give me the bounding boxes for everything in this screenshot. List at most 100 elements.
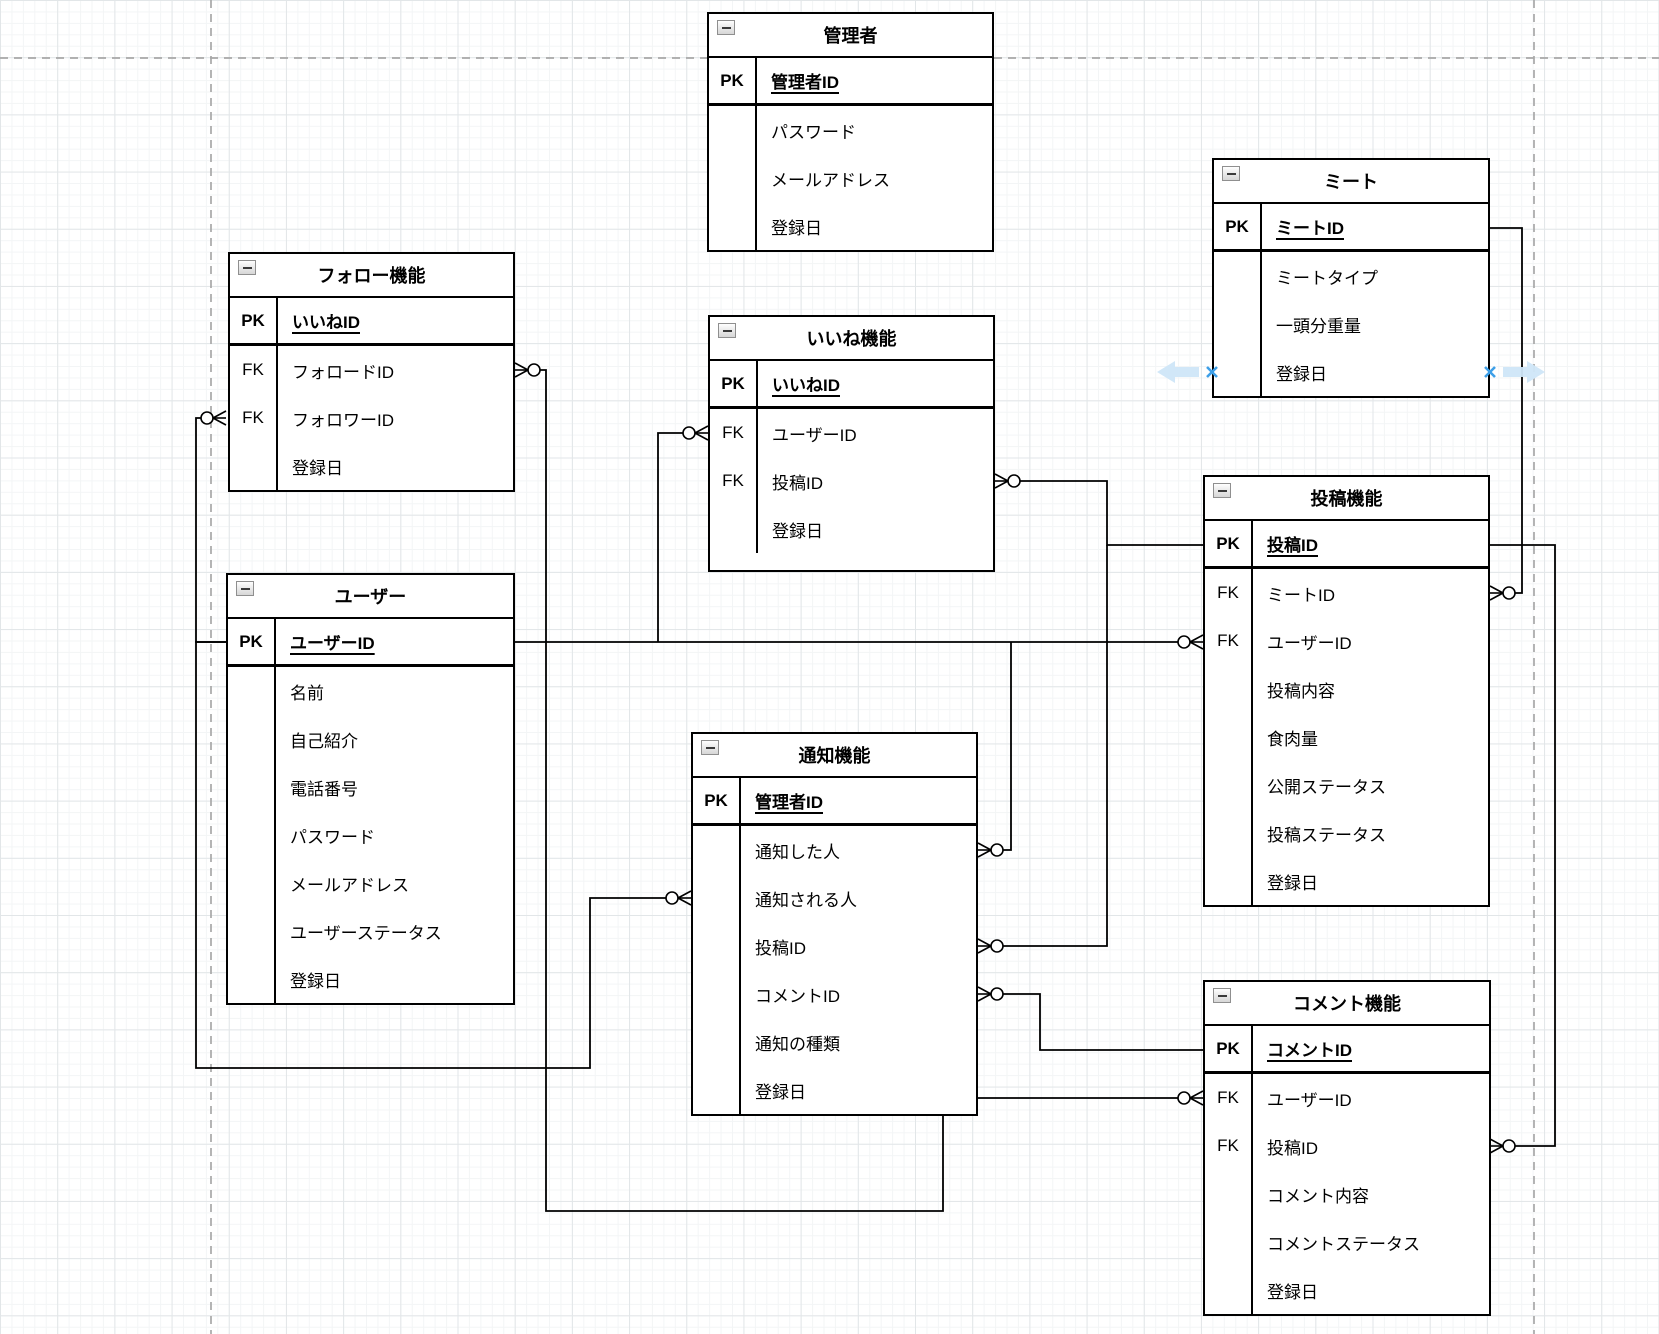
field-row-user-0[interactable]: PKユーザーID bbox=[228, 619, 513, 664]
entity-admin[interactable]: 管理者PK管理者IDパスワードメールアドレス登録日 bbox=[707, 12, 994, 252]
entity-title-label: フォロー機能 bbox=[318, 262, 426, 288]
field-row-admin-1[interactable]: パスワード bbox=[709, 106, 992, 154]
key-cell bbox=[1214, 300, 1262, 348]
field-row-post-5[interactable]: 公開ステータス bbox=[1205, 761, 1488, 809]
field-name: メールアドレス bbox=[757, 154, 890, 202]
field-name: フォロードID bbox=[278, 346, 394, 394]
field-row-follow-2[interactable]: FKフォロワーID bbox=[230, 394, 513, 442]
field-row-notification-1[interactable]: 通知した人 bbox=[693, 826, 976, 874]
crowfoot-zero-or-many-icon bbox=[978, 939, 1003, 953]
field-row-meat-2[interactable]: 一頭分重量 bbox=[1214, 300, 1488, 348]
entity-title-label: いいね機能 bbox=[807, 325, 897, 351]
entity-follow[interactable]: フォロー機能 PKいいねIDFKフォロードIDFKフォロワーID登録日 bbox=[228, 252, 515, 492]
key-cell bbox=[228, 667, 276, 715]
crowfoot-zero-or-many-icon bbox=[1178, 635, 1203, 649]
fk-key-cell: FK bbox=[1205, 617, 1253, 665]
field-row-admin-2[interactable]: メールアドレス bbox=[709, 154, 992, 202]
minus-glyph bbox=[1218, 490, 1227, 492]
field-row-notification-4[interactable]: コメントID bbox=[693, 970, 976, 1018]
key-cell bbox=[693, 874, 741, 922]
collapse-icon[interactable] bbox=[717, 20, 735, 35]
key-cell bbox=[1214, 348, 1262, 396]
entity-notification[interactable]: 通知機能PK管理者ID通知した人通知される人投稿IDコメントID通知の種類登録日 bbox=[691, 732, 978, 1116]
field-row-user-4[interactable]: パスワード bbox=[228, 811, 513, 859]
field-row-user-7[interactable]: 登録日 bbox=[228, 955, 513, 1003]
field-row-post-1[interactable]: FKミートID bbox=[1205, 569, 1488, 617]
crowfoot-zero-or-many-icon bbox=[1490, 1139, 1515, 1153]
crowfoot-zero-or-many-icon bbox=[683, 426, 708, 440]
field-row-admin-3[interactable]: 登録日 bbox=[709, 202, 992, 250]
entity-like[interactable]: いいね機能 PKいいねIDFKユーザーIDFK投稿ID登録日 bbox=[708, 315, 995, 572]
field-row-comment-4[interactable]: コメントステータス bbox=[1205, 1218, 1489, 1266]
field-row-comment-0[interactable]: PKコメントID bbox=[1205, 1026, 1489, 1071]
field-row-comment-3[interactable]: コメント内容 bbox=[1205, 1170, 1489, 1218]
field-row-comment-1[interactable]: FKユーザーID bbox=[1205, 1074, 1489, 1122]
field-name: 食肉量 bbox=[1253, 713, 1318, 761]
field-name: 投稿内容 bbox=[1253, 665, 1335, 713]
entity-comment[interactable]: コメント機能PKコメントIDFKユーザーIDFK投稿IDコメント内容コメントステ… bbox=[1203, 980, 1491, 1316]
field-row-like-3[interactable]: 登録日 bbox=[710, 505, 993, 553]
field-row-post-4[interactable]: 食肉量 bbox=[1205, 713, 1488, 761]
field-row-user-5[interactable]: メールアドレス bbox=[228, 859, 513, 907]
crowfoot-zero-or-many-icon bbox=[1490, 586, 1515, 600]
field-row-post-2[interactable]: FKユーザーID bbox=[1205, 617, 1488, 665]
entity-meat[interactable]: ミートPKミートIDミートタイプ一頭分重量登録日 bbox=[1212, 158, 1490, 398]
field-row-meat-0[interactable]: PKミートID bbox=[1214, 204, 1488, 249]
field-name: フォロワーID bbox=[278, 394, 394, 442]
field-row-comment-2[interactable]: FK投稿ID bbox=[1205, 1122, 1489, 1170]
field-row-meat-3[interactable]: 登録日 bbox=[1214, 348, 1488, 396]
entity-post[interactable]: 投稿機能PK投稿IDFKミートIDFKユーザーID投稿内容食肉量公開ステータス投… bbox=[1203, 475, 1490, 907]
collapse-icon[interactable] bbox=[1222, 166, 1240, 181]
field-row-post-0[interactable]: PK投稿ID bbox=[1205, 521, 1488, 566]
field-row-user-1[interactable]: 名前 bbox=[228, 667, 513, 715]
field-row-follow-1[interactable]: FKフォロードID bbox=[230, 346, 513, 394]
key-cell bbox=[228, 763, 276, 811]
field-row-post-7[interactable]: 登録日 bbox=[1205, 857, 1488, 905]
field-row-notification-5[interactable]: 通知の種類 bbox=[693, 1018, 976, 1066]
field-row-like-1[interactable]: FKユーザーID bbox=[710, 409, 993, 457]
field-row-like-2[interactable]: FK投稿ID bbox=[710, 457, 993, 505]
field-row-comment-5[interactable]: 登録日 bbox=[1205, 1266, 1489, 1314]
field-row-post-6[interactable]: 投稿ステータス bbox=[1205, 809, 1488, 857]
field-name: 登録日 bbox=[1253, 1266, 1318, 1314]
field-row-like-0[interactable]: PKいいねID bbox=[710, 361, 993, 406]
pk-key-cell: PK bbox=[709, 58, 757, 103]
collapse-icon[interactable] bbox=[236, 581, 254, 596]
field-row-admin-0[interactable]: PK管理者ID bbox=[709, 58, 992, 103]
fk-key-cell: FK bbox=[710, 409, 758, 457]
field-row-user-2[interactable]: 自己紹介 bbox=[228, 715, 513, 763]
field-row-user-3[interactable]: 電話番号 bbox=[228, 763, 513, 811]
field-name: いいねID bbox=[758, 361, 840, 406]
collapse-icon[interactable] bbox=[238, 260, 256, 275]
relationship-edge-follow-followedid-to-user[interactable] bbox=[540, 370, 546, 642]
field-row-follow-3[interactable]: 登録日 bbox=[230, 442, 513, 490]
relationship-edge-notification-notifier-to-user[interactable] bbox=[1003, 642, 1011, 850]
field-row-user-6[interactable]: ユーザーステータス bbox=[228, 907, 513, 955]
relationship-edge-meat-to-post-meatid[interactable] bbox=[1490, 228, 1522, 593]
collapse-icon[interactable] bbox=[701, 740, 719, 755]
field-name: 登録日 bbox=[758, 505, 823, 553]
relationship-edge-notification-postid-to-post[interactable] bbox=[1003, 545, 1107, 946]
field-row-follow-0[interactable]: PKいいねID bbox=[230, 298, 513, 343]
field-row-notification-3[interactable]: 投稿ID bbox=[693, 922, 976, 970]
field-row-meat-1[interactable]: ミートタイプ bbox=[1214, 252, 1488, 300]
collapse-icon[interactable] bbox=[718, 323, 736, 338]
entity-user[interactable]: ユーザーPKユーザーID名前自己紹介電話番号パスワードメールアドレスユーザーステ… bbox=[226, 573, 515, 1005]
relationship-edge-like-userid-to-user[interactable] bbox=[658, 433, 683, 642]
key-cell bbox=[693, 922, 741, 970]
field-name: 登録日 bbox=[757, 202, 822, 250]
relationship-edge-like-postid-to-post[interactable] bbox=[1020, 481, 1203, 545]
collapse-icon[interactable] bbox=[1213, 988, 1231, 1003]
pk-key-cell: PK bbox=[230, 298, 278, 343]
relationship-edge-notification-commentid-to-comment[interactable] bbox=[1003, 994, 1203, 1050]
collapse-icon[interactable] bbox=[1213, 483, 1231, 498]
pk-section: PKミートID bbox=[1214, 204, 1488, 252]
field-row-notification-2[interactable]: 通知される人 bbox=[693, 874, 976, 922]
field-row-notification-6[interactable]: 登録日 bbox=[693, 1066, 976, 1114]
field-row-notification-0[interactable]: PK管理者ID bbox=[693, 778, 976, 823]
key-cell bbox=[709, 202, 757, 250]
relationship-edge-post-to-comment-postid[interactable] bbox=[1490, 545, 1555, 1146]
field-row-post-3[interactable]: 投稿内容 bbox=[1205, 665, 1488, 713]
field-name: 一頭分重量 bbox=[1262, 300, 1361, 348]
